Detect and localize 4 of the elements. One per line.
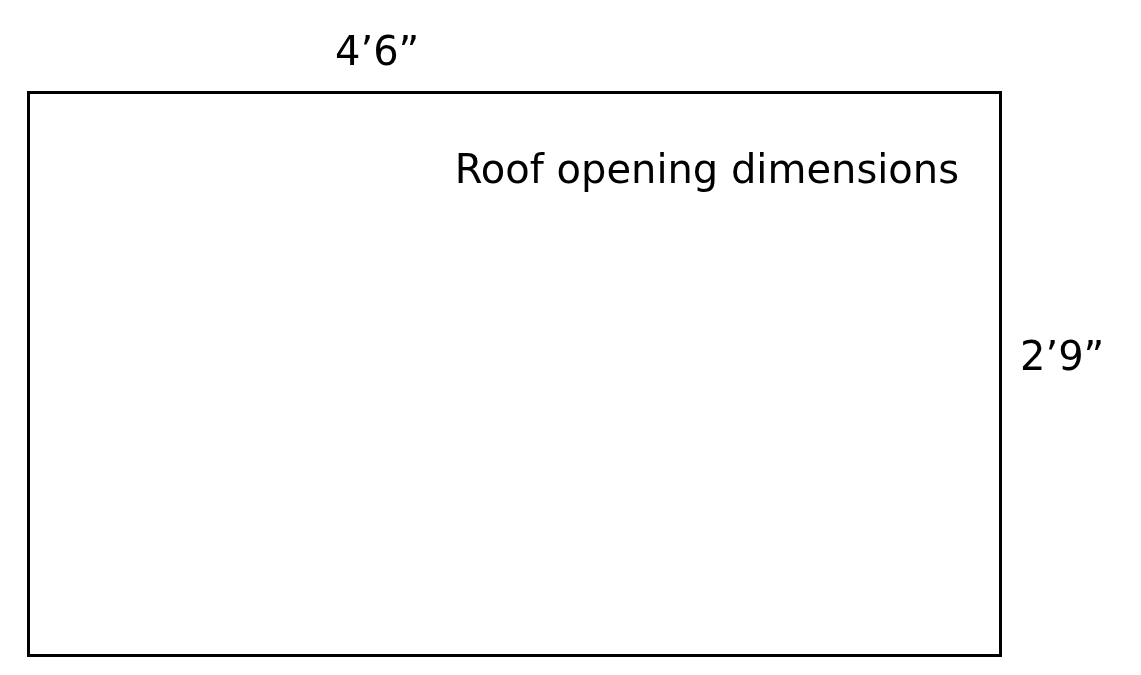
title-text: Roof opening dimensions [454, 146, 959, 192]
opening-outline [27, 91, 1002, 657]
dimension-label: 4’6” [335, 28, 420, 74]
dimension-label: 2’9” [1020, 333, 1105, 379]
